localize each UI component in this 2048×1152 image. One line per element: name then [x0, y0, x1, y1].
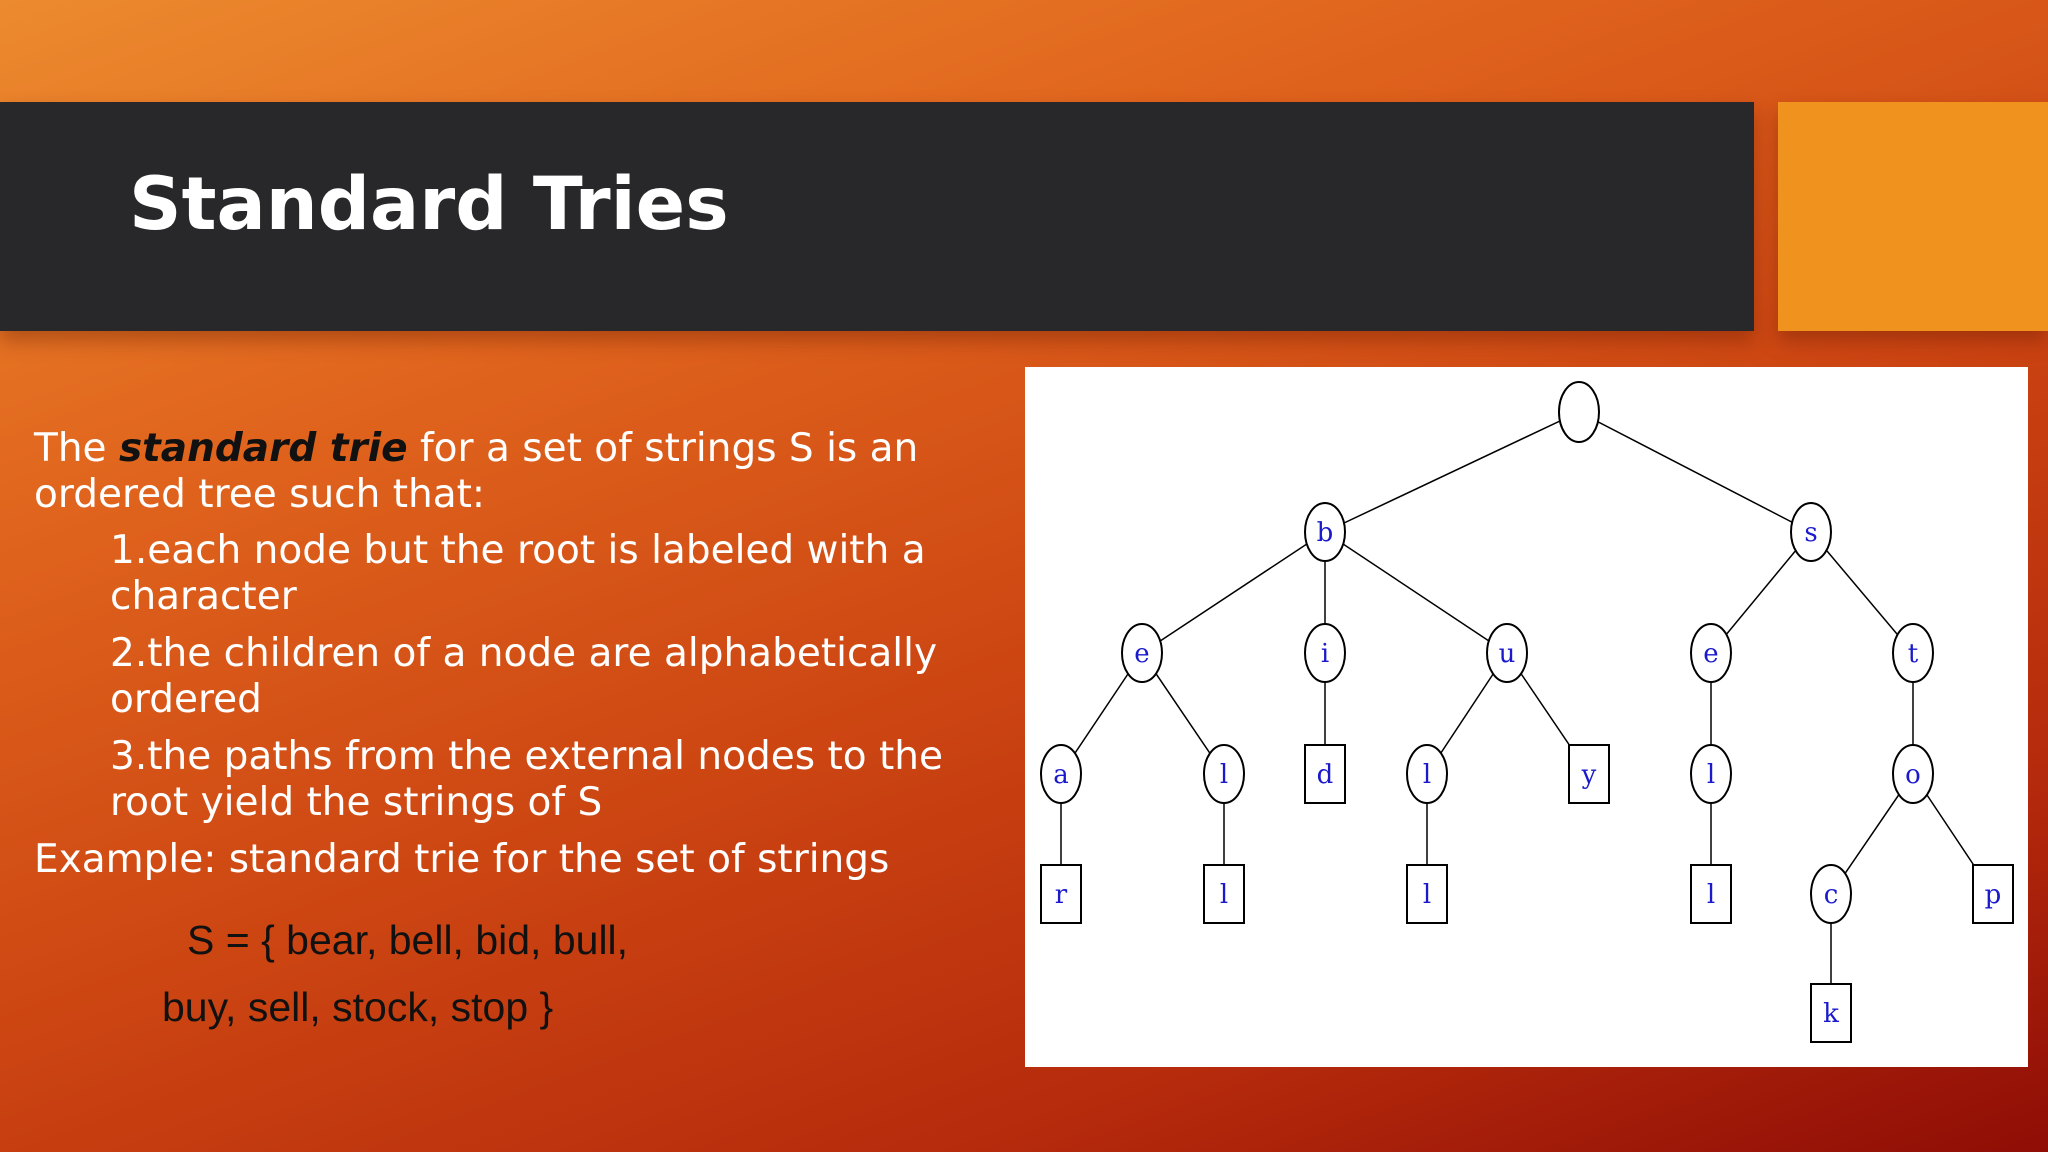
rule-item: 1.each node but the root is labeled with…	[110, 528, 926, 619]
trie-internal-node: b	[1304, 502, 1346, 562]
node-circle	[1558, 381, 1600, 443]
trie-external-node: k	[1810, 983, 1852, 1043]
node-box	[1304, 744, 1346, 804]
node-box	[1406, 864, 1448, 924]
intro-emphasis: standard trie	[118, 426, 408, 471]
trie-internal-node: o	[1892, 744, 1934, 804]
node-label: u	[1499, 639, 1516, 669]
trie-external-node: p	[1972, 864, 2014, 924]
node-circle	[1892, 744, 1934, 804]
trie-external-node: l	[1406, 864, 1448, 924]
node-box	[1203, 864, 1245, 924]
node-circle	[1040, 744, 1082, 804]
trie-internal-node: a	[1040, 744, 1082, 804]
trie-internal-node: l	[1690, 744, 1732, 804]
node-label: l	[1220, 760, 1228, 790]
trie-internal-node: l	[1406, 744, 1448, 804]
node-box	[1972, 864, 2014, 924]
node-circle	[1690, 744, 1732, 804]
node-label: l	[1423, 880, 1431, 910]
accent-box	[1778, 102, 2048, 331]
node-circle	[1790, 502, 1832, 562]
node-label: b	[1317, 518, 1334, 548]
node-box	[1040, 864, 1082, 924]
trie-external-node: d	[1304, 744, 1346, 804]
node-circle	[1304, 623, 1346, 683]
node-label: o	[1905, 760, 1921, 790]
trie-internal-node: u	[1486, 623, 1528, 683]
trie-edge	[1578, 411, 1812, 533]
string-set-line-2: buy, sell, stock, stop }	[162, 984, 554, 1030]
node-label: d	[1317, 760, 1334, 790]
trie-edge	[1810, 531, 1914, 654]
node-box	[1568, 744, 1610, 804]
intro-paragraph: The standard trie for a set of strings S…	[34, 426, 994, 518]
trie-edges	[1060, 411, 1994, 1013]
rule-item: 2.the children of a node are alphabetica…	[110, 631, 938, 722]
rule-item: 3.the paths from the external nodes to t…	[110, 734, 944, 825]
trie-nodes: b s e i u e t a l d l y l o r l l l c p k	[1040, 381, 2014, 1043]
trie-external-node: l	[1690, 864, 1732, 924]
trie-internal-node: t	[1892, 623, 1934, 683]
node-label: c	[1824, 880, 1839, 910]
slide-body: The standard trie for a set of strings S…	[34, 426, 994, 883]
trie-edge	[1324, 411, 1580, 533]
trie-external-node: l	[1203, 864, 1245, 924]
node-circle	[1121, 623, 1163, 683]
slide-title: Standard Tries	[129, 162, 729, 247]
intro-text-before: The	[34, 426, 119, 471]
node-circle	[1892, 623, 1934, 683]
node-box	[1810, 983, 1852, 1043]
node-label: e	[1134, 639, 1149, 669]
node-label: l	[1423, 760, 1431, 790]
trie-external-node: y	[1568, 744, 1610, 804]
trie-internal-node: e	[1121, 623, 1163, 683]
node-label: k	[1823, 999, 1839, 1029]
example-text: Example: standard trie for the set of st…	[34, 837, 890, 882]
node-circle	[1203, 744, 1245, 804]
trie-internal-node: e	[1690, 623, 1732, 683]
node-circle	[1304, 502, 1346, 562]
trie-edge	[1324, 531, 1508, 654]
node-label: i	[1321, 639, 1329, 669]
trie-internal-node: i	[1304, 623, 1346, 683]
title-bar	[0, 102, 1754, 331]
trie-edge	[1710, 531, 1812, 654]
trie-internal-node: l	[1203, 744, 1245, 804]
trie-external-node: r	[1040, 864, 1082, 924]
node-label: l	[1707, 760, 1715, 790]
node-circle	[1690, 623, 1732, 683]
node-label: t	[1908, 639, 1919, 669]
trie-diagram: b s e i u e t a l d l y l o r l l l c p k	[1040, 381, 2014, 1043]
node-label: p	[1985, 880, 2002, 910]
node-label: a	[1053, 760, 1069, 790]
trie-diagram-panel: b s e i u e t a l d l y l o r l l l c p k	[1025, 367, 2028, 1067]
trie-edge	[1141, 531, 1326, 654]
trie-internal-node: c	[1810, 864, 1852, 924]
node-box	[1690, 864, 1732, 924]
node-circle	[1486, 623, 1528, 683]
node-circle	[1810, 864, 1852, 924]
trie-internal-node: s	[1790, 502, 1832, 562]
node-label: s	[1804, 518, 1817, 548]
node-label: l	[1220, 880, 1228, 910]
node-label: r	[1055, 880, 1068, 910]
trie-root-node	[1558, 381, 1600, 443]
string-set-line-1: S = { bear, bell, bid, bull,	[187, 917, 629, 963]
node-label: l	[1707, 880, 1715, 910]
node-circle	[1406, 744, 1448, 804]
node-label: e	[1703, 639, 1718, 669]
node-label: y	[1581, 760, 1597, 790]
intro-text-after: for a set of strings S is an ordered tre…	[34, 426, 919, 517]
